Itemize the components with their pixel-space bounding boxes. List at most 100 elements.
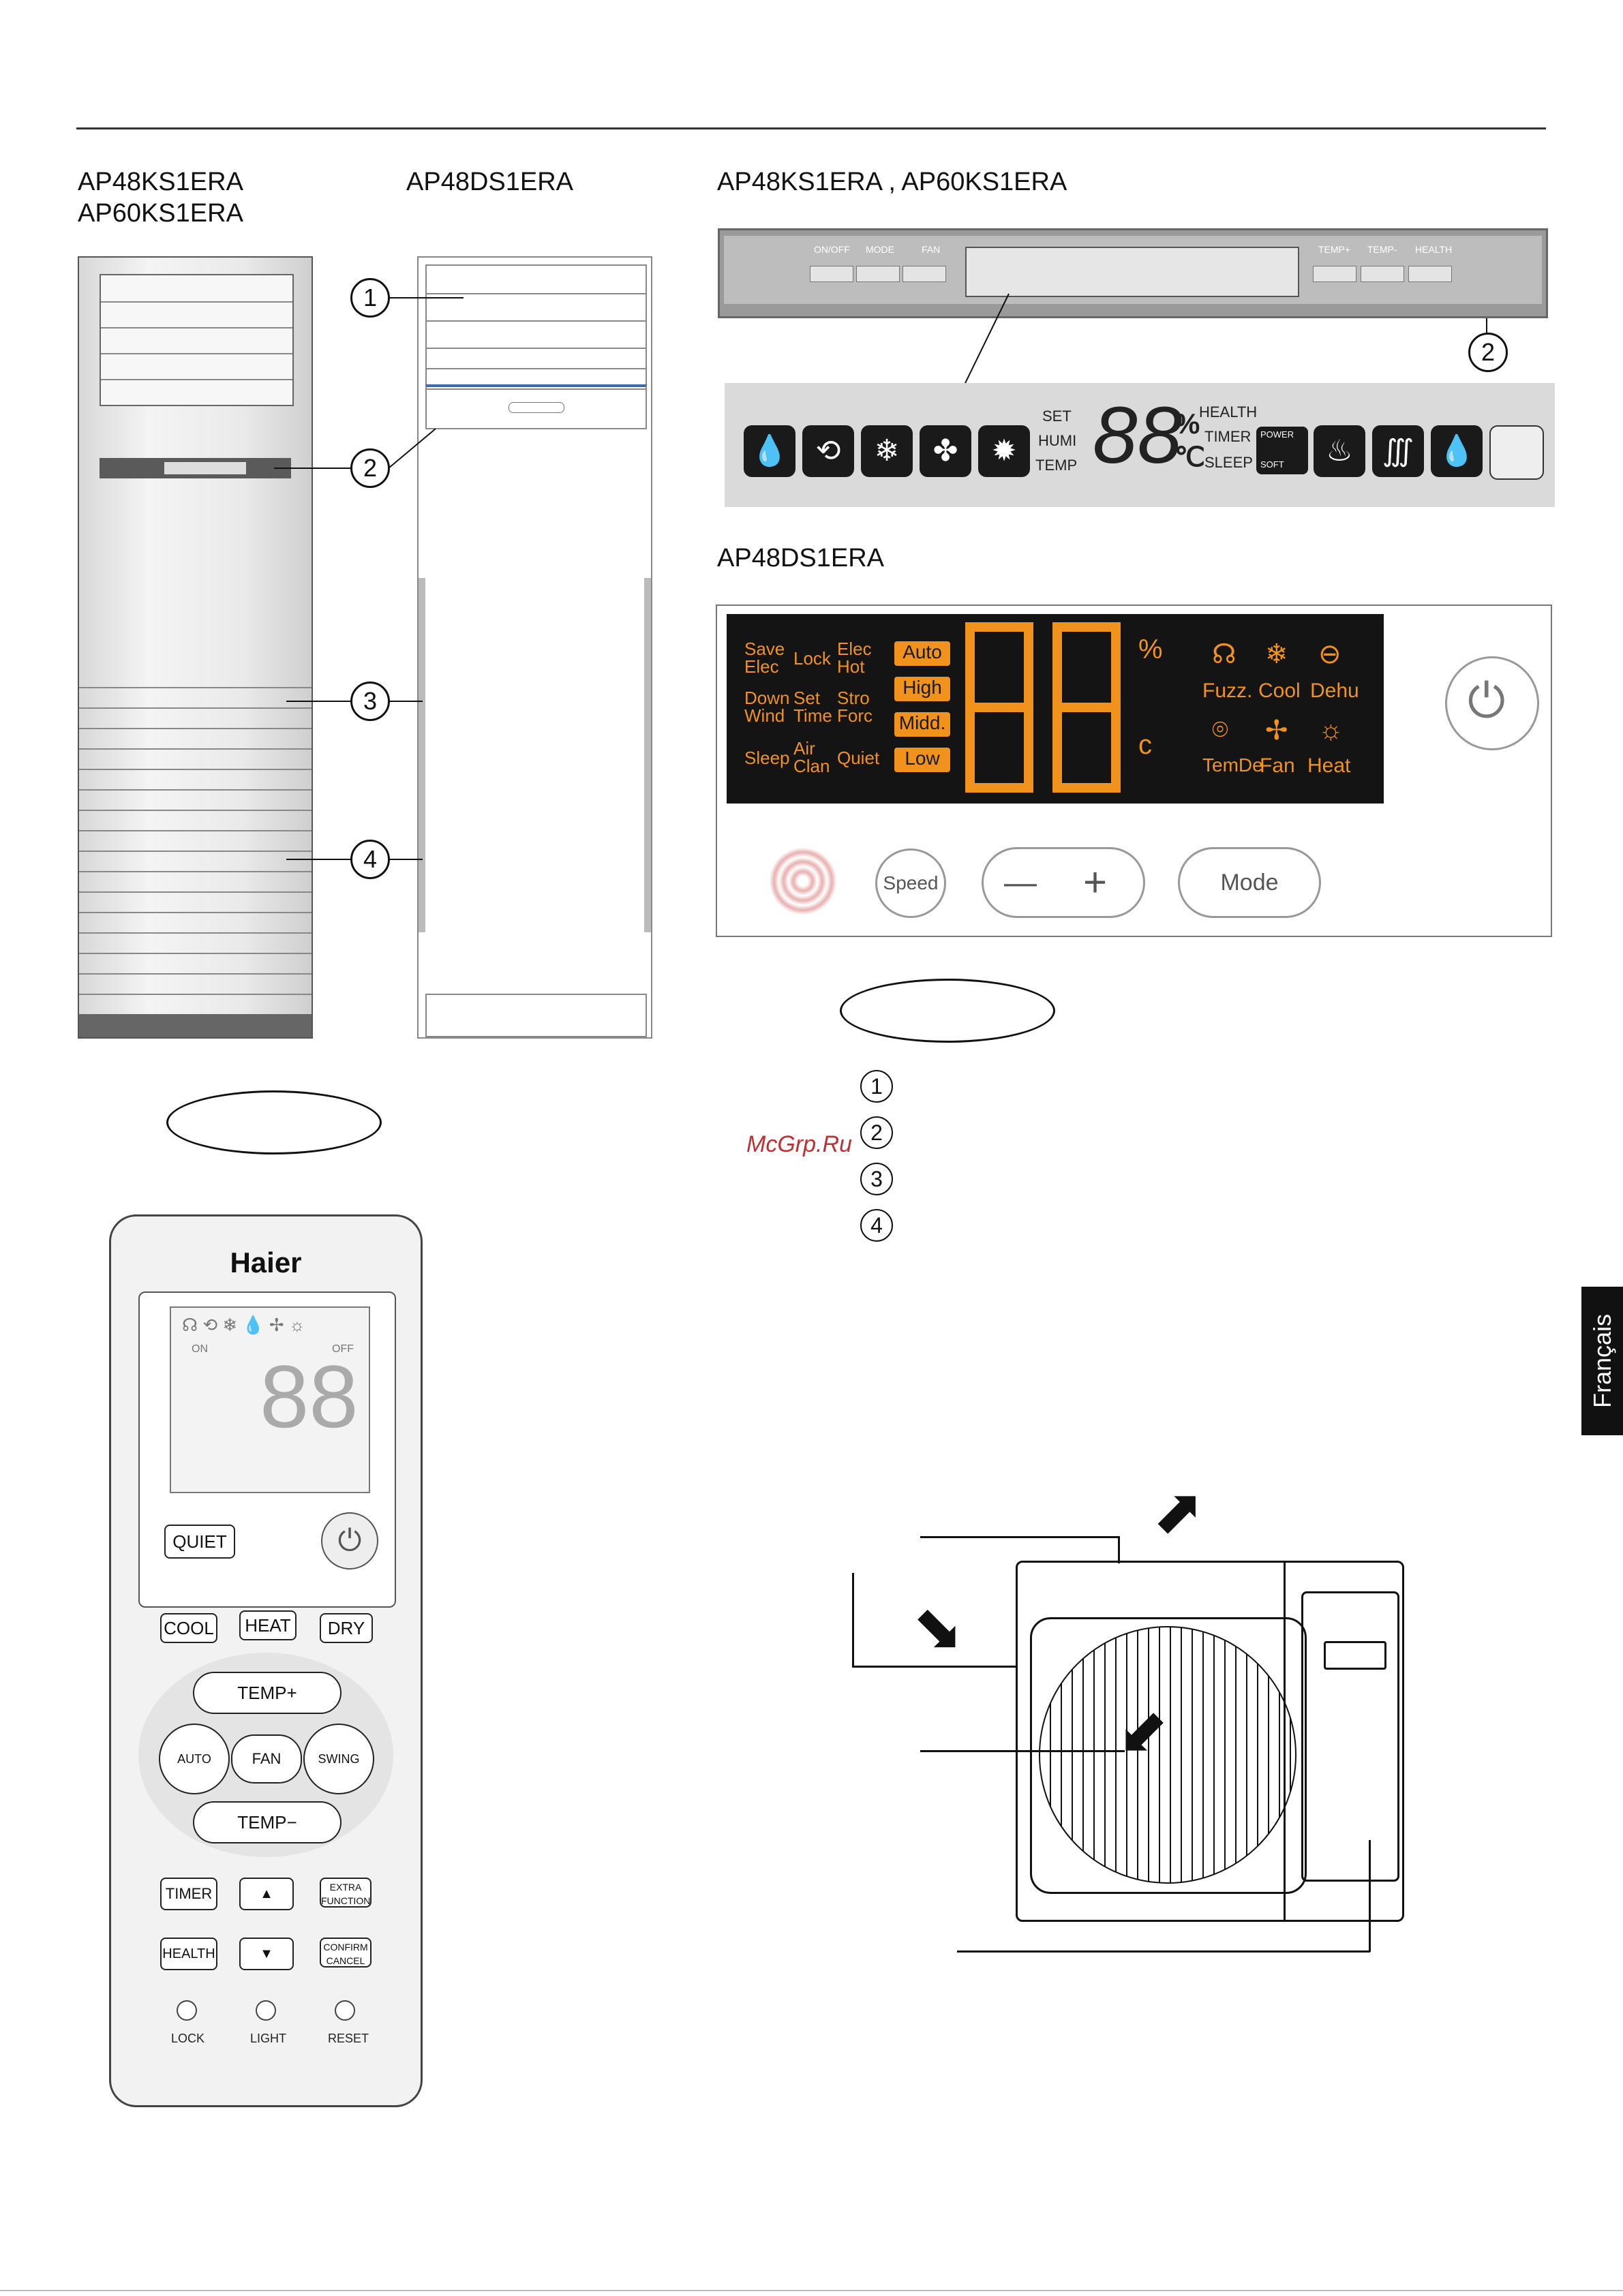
minus-button[interactable]: —	[1004, 865, 1037, 901]
heading-panel1: AP48KS1ERA , AP60KS1ERA	[717, 168, 1067, 196]
air-inlet-grille	[79, 673, 312, 1014]
callout-2: 2	[350, 448, 390, 488]
label-sleep: SLEEP	[1204, 454, 1253, 471]
power-button[interactable]: ⏻	[1445, 656, 1539, 750]
fan-button[interactable]	[902, 266, 946, 282]
heading-model-a1: AP48KS1ERA	[78, 168, 243, 196]
down-arrow-button[interactable]: ▼	[239, 1938, 294, 1970]
label-quiet: Quiet	[837, 748, 880, 768]
dry-button[interactable]: DRY	[320, 1613, 373, 1643]
health-button[interactable]	[1408, 266, 1452, 282]
language-tab-label: Français	[1588, 1313, 1616, 1409]
lock-button[interactable]	[177, 2000, 197, 2021]
confirm-label: CONFIRM	[323, 1942, 368, 1953]
label-power: POWER	[1260, 429, 1294, 440]
heading-model-b: AP48DS1ERA	[406, 168, 574, 196]
swing-button[interactable]: SWING	[303, 1724, 374, 1794]
display-panel	[425, 384, 647, 429]
label-fan: FAN	[922, 244, 941, 255]
percent-indicator: %	[1138, 634, 1163, 664]
language-tab: Français	[1581, 1287, 1623, 1435]
arrow-icon: ➡	[1135, 1469, 1220, 1555]
lcd-window	[965, 247, 1299, 297]
callout-4: 4	[350, 840, 390, 879]
label-onoff: ON/OFF	[814, 244, 850, 255]
sun-icon: ✹	[978, 425, 1030, 477]
health-button[interactable]: HEALTH	[160, 1938, 217, 1970]
celsius-indicator: c	[1138, 730, 1152, 760]
quiet-button[interactable]: QUIET	[164, 1525, 235, 1559]
mode-button[interactable]: Mode	[1178, 847, 1321, 918]
control-strip	[100, 458, 291, 478]
power-soft-icon: POWER SOFT	[1256, 427, 1308, 474]
up-arrow-button[interactable]: ▲	[239, 1878, 294, 1910]
remote-screen-frame: ☊ ⟲ ❄ 💧 ✢ ☼ ON OFF 88 QUIET ⏻	[138, 1291, 396, 1608]
fan-blades	[1039, 1626, 1296, 1884]
label-health: HEALTH	[1199, 403, 1258, 420]
bottom-rule	[0, 2290, 1623, 2291]
side-panel	[1301, 1591, 1399, 1882]
fan-button[interactable]: FAN	[231, 1734, 302, 1784]
extra-function-button[interactable]: EXTRA FUNCTION	[320, 1878, 371, 1908]
lock-label: LOCK	[171, 2032, 205, 2045]
panel1-callout-2: 2	[1468, 333, 1508, 372]
air-outlet	[425, 264, 647, 390]
lcd-digits: 88	[260, 1347, 359, 1446]
temp-up-button[interactable]: TEMP+	[193, 1672, 342, 1714]
label-sleep: Sleep	[744, 748, 790, 768]
digits: 88	[1093, 391, 1183, 480]
speed-midd: Midd.	[894, 712, 950, 737]
unit-percent: %	[1174, 408, 1200, 440]
fresh-air-icon	[1489, 425, 1544, 480]
mode-dehu: Dehu	[1310, 679, 1359, 702]
cool-button[interactable]: COOL	[160, 1613, 217, 1643]
snowflake-icon: ❄	[861, 425, 913, 477]
confirm-cancel-button[interactable]: CONFIRM CANCEL	[320, 1938, 371, 1968]
label-humi: HUMI	[1038, 432, 1077, 449]
label-temp: TEMP	[1035, 457, 1078, 474]
dehumidify-icon: ⊖	[1318, 639, 1341, 669]
temp-down-button[interactable]: TEMP−	[193, 1801, 342, 1843]
temp-adjust-button[interactable]: — +	[982, 847, 1145, 918]
legend-number-1: 1	[860, 1070, 893, 1103]
snowflake-icon: ❄	[1265, 639, 1288, 669]
cancel-label: CANCEL	[326, 1955, 365, 1966]
fan-icon: ✢	[1265, 716, 1288, 746]
onoff-button[interactable]	[810, 266, 853, 282]
speed-auto: Auto	[894, 641, 950, 666]
mode-button[interactable]	[856, 266, 900, 282]
air-outlet	[100, 274, 294, 406]
label-temp-minus: TEMP-	[1367, 244, 1397, 255]
temp-minus-button[interactable]	[1361, 266, 1404, 282]
reset-button[interactable]	[335, 2000, 355, 2021]
label-set: SET	[1042, 408, 1072, 425]
recycle-icon: ⟲	[802, 425, 854, 477]
mode-fan: Fan	[1260, 754, 1295, 777]
heat-button[interactable]: HEAT	[239, 1610, 297, 1640]
auto-button[interactable]: AUTO	[159, 1724, 230, 1794]
top-rule	[76, 127, 1546, 129]
timer-button[interactable]: TIMER	[160, 1878, 217, 1910]
label-temp-plus: TEMP+	[1318, 244, 1351, 255]
temp-plus-button[interactable]	[1313, 266, 1356, 282]
remote-lcd: ☊ ⟲ ❄ 💧 ✢ ☼ ON OFF 88	[170, 1306, 370, 1493]
speed-button[interactable]: Speed	[875, 848, 946, 918]
light-label: LIGHT	[250, 2032, 287, 2045]
receiver-sensor	[769, 847, 837, 915]
light-button[interactable]	[256, 2000, 276, 2021]
power-button[interactable]: ⏻	[321, 1512, 378, 1570]
label-timer: TIMER	[1204, 428, 1252, 445]
watermark: McGrp.Ru	[746, 1131, 852, 1157]
label-health: HEALTH	[1415, 244, 1453, 255]
fuzzy-icon: ☊	[1212, 639, 1237, 669]
callout-1: 1	[350, 278, 390, 318]
mode-temde: TemDe	[1202, 754, 1263, 776]
thermo-drop-icon: ⌾	[1212, 715, 1228, 745]
plus-button[interactable]: +	[1083, 859, 1108, 905]
lcd-on: ON	[192, 1343, 208, 1355]
